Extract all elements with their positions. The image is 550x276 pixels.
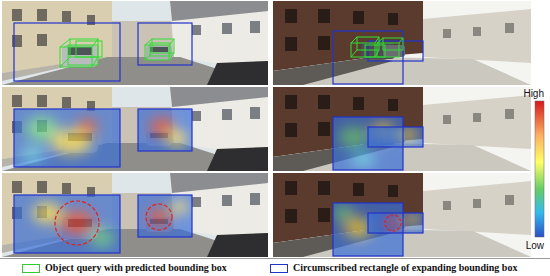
legend-swatch (270, 264, 288, 273)
heatmap-panel (273, 173, 531, 257)
scene-panel (2, 1, 268, 85)
colorbar-label: Low (526, 240, 544, 252)
heatmap-panel (273, 87, 531, 171)
legend-swatch (22, 264, 40, 273)
separator-line (0, 258, 550, 259)
scene-panel (273, 1, 531, 85)
legend-text: Object query with predicted bounding box (45, 262, 227, 274)
color-bar (535, 101, 544, 237)
legend-text: Circumscribed rectangle of expanding bou… (293, 262, 517, 274)
heatmap-panel (2, 173, 268, 257)
heatmap-panel (2, 87, 268, 171)
colorbar-label: High (523, 88, 544, 100)
